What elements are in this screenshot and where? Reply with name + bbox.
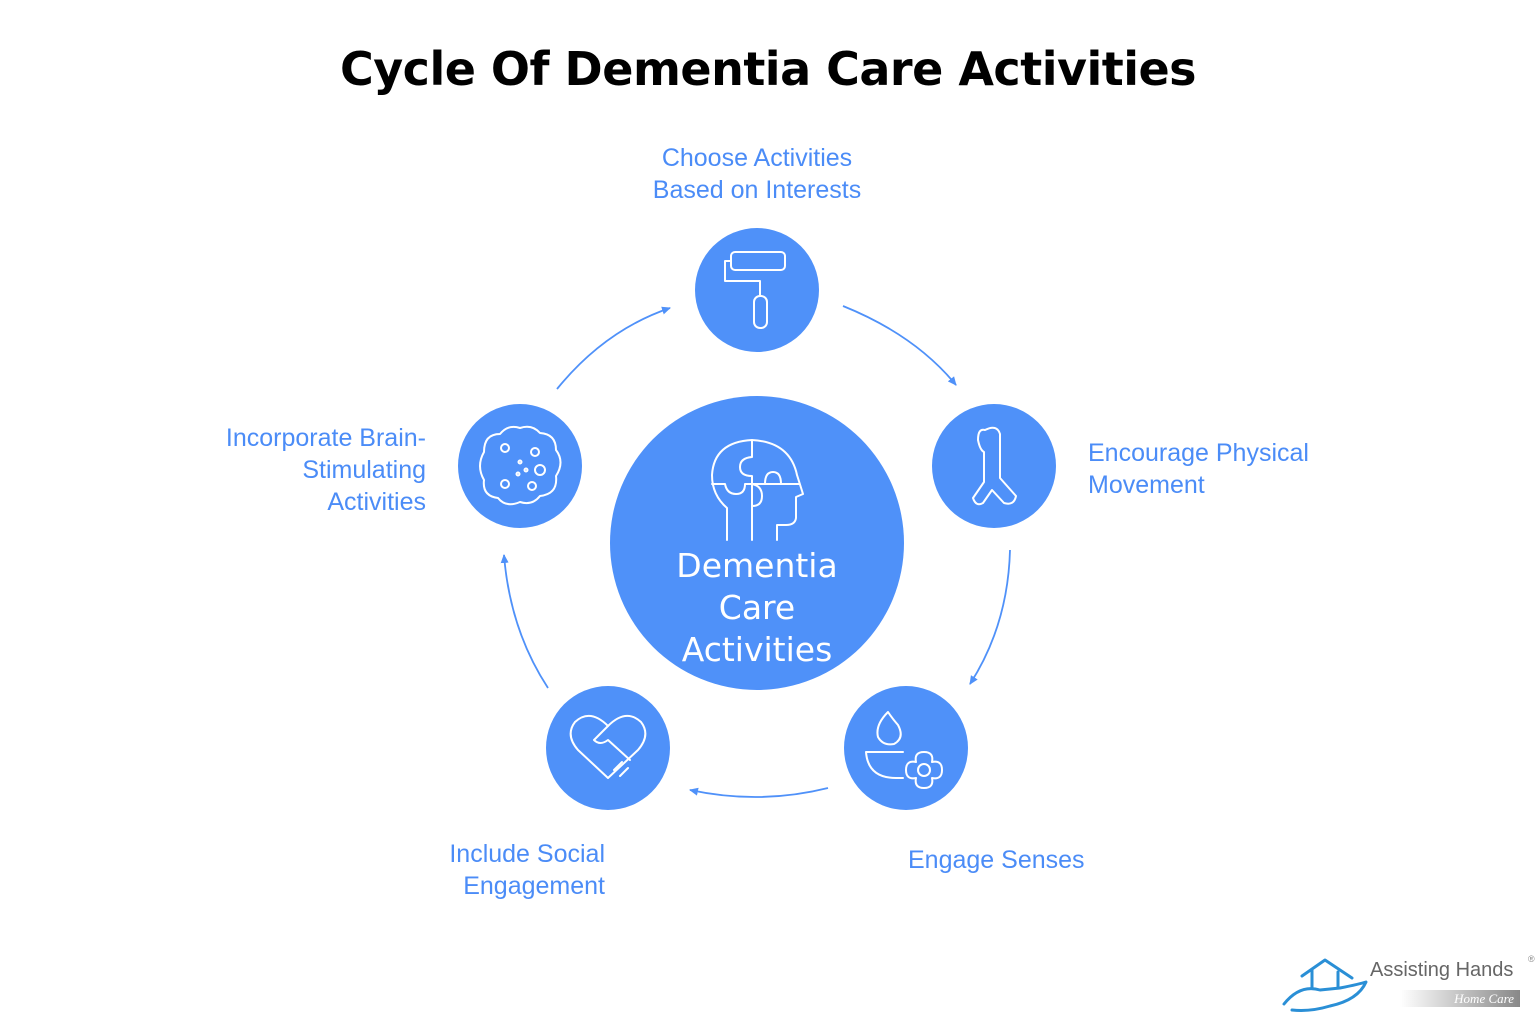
label-line: Encourage Physical	[1088, 439, 1309, 467]
arrow-5	[556, 306, 671, 390]
arrow-2	[969, 549, 1011, 685]
label-line: Incorporate Brain-	[225, 424, 426, 452]
step-circle-1	[695, 228, 819, 352]
puzzle-head-icon	[711, 439, 804, 541]
house-hand-icon	[1282, 958, 1368, 1012]
label-line: Engage Senses	[908, 846, 1085, 874]
step-circle-2	[932, 404, 1056, 528]
logo-name: Assisting Hands	[1370, 959, 1514, 981]
label-line: Movement	[1088, 471, 1205, 499]
page-title: Cycle Of Dementia Care Activities	[339, 42, 1197, 96]
center-label-line: Activities	[681, 630, 833, 669]
center-circle	[610, 396, 904, 690]
candle-flower-icon	[865, 711, 943, 789]
leg-icon	[972, 426, 1017, 506]
paint-roller-icon	[724, 251, 786, 329]
arrow-4	[500, 554, 549, 689]
step-circle-3	[844, 686, 968, 810]
center-label-line: Care	[718, 588, 796, 627]
step-label-5: Incorporate Brain- Stimulating Activitie…	[126, 422, 426, 518]
step-label-3: Engage Senses	[908, 844, 1085, 876]
logo-subtitle: Home Care	[1400, 990, 1520, 1007]
label-line: Include Social	[449, 840, 605, 868]
registered-mark: ®	[1528, 954, 1535, 964]
brand-logo: Assisting Hands ® Home Care	[1280, 950, 1536, 1020]
brain-icon	[479, 425, 562, 506]
step-circle-4	[546, 686, 670, 810]
step-label-1: Choose Activities Based on Interests	[557, 142, 957, 206]
label-line: Stimulating	[302, 456, 426, 484]
center-label: Dementia Care Activities	[607, 545, 907, 671]
heart-handshake-icon	[569, 715, 647, 779]
arrow-3	[689, 787, 829, 798]
label-line: Engagement	[463, 872, 605, 900]
step-label-2: Encourage Physical Movement	[1088, 437, 1309, 501]
step-circle-5	[458, 404, 582, 528]
step-label-4: Include Social Engagement	[305, 838, 605, 902]
center-label-line: Dementia	[676, 546, 838, 585]
label-line: Activities	[327, 488, 426, 516]
label-line: Based on Interests	[652, 176, 862, 204]
arrow-1	[842, 305, 957, 386]
label-line: Choose Activities	[661, 144, 853, 172]
